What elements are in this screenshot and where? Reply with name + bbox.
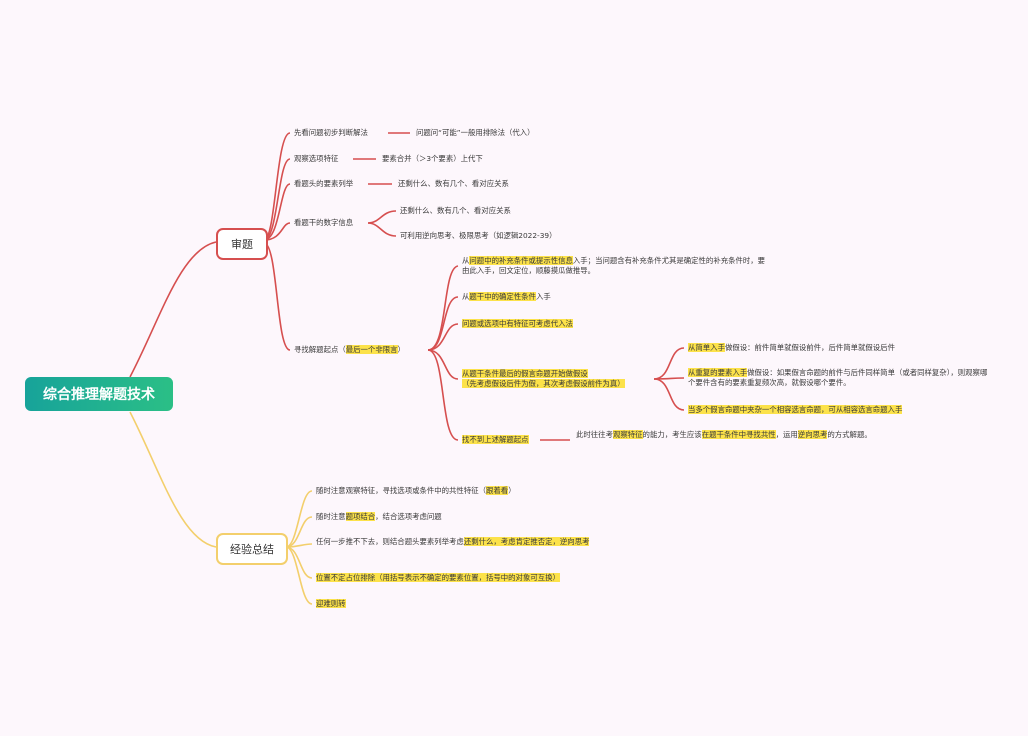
connector-review-i5 xyxy=(263,242,291,351)
text-part: ，运用 xyxy=(775,430,798,439)
text-highlight: 位置不定占位排除（用括号表示不确定的要素位置，括号中的对象可互换） xyxy=(316,573,560,582)
text-highlight: 从简单入手 xyxy=(688,343,725,352)
text-highlight: 从题干条件最后的假言命题开始做假设 xyxy=(462,369,588,378)
text-part: 此时往往考 xyxy=(576,430,613,439)
start-point-4-child-1[interactable]: 从简单入手做假设：前件简单就假设前件，后件简单就假设后件 xyxy=(688,343,895,353)
summary-item-5[interactable]: 迎难则转 xyxy=(316,599,346,609)
text-part: 随时注意 xyxy=(316,512,346,521)
start-point-4[interactable]: 从题干条件最后的假言命题开始做假设（先考虑假设后件为假，其次考虑假设前件为真） xyxy=(462,369,625,389)
text-highlight: 当多个假言命题中夹杂一个相容选言命题，可从相容选言命题入手 xyxy=(688,405,903,414)
connector-review-i2 xyxy=(263,158,291,241)
review-item-3[interactable]: 看题头的要素列举 xyxy=(294,179,354,188)
text-part: ，结合选项考虑问题 xyxy=(375,512,442,521)
connector-review-i3 xyxy=(263,183,291,241)
text-highlight: 问题或选项中有特征可考虑代入法 xyxy=(462,319,573,328)
start-point-2[interactable]: 从题干中的确定性条件入手 xyxy=(462,292,551,302)
review-item-4[interactable]: 看题干的数字信息 xyxy=(294,218,354,227)
text-part: 做假设：如果假言命题的前件与后件同样简单（或者同样复杂），则观察哪个要件含有的要… xyxy=(688,368,988,387)
text-part: 入手；当问题含有补充条件尤其是确定性的补充条件时，要由此入手，回文定位，顺藤摸瓜… xyxy=(462,256,766,275)
text-highlight: 从重复的要素入手 xyxy=(688,368,748,377)
text-part: 的方式解题。 xyxy=(827,430,872,439)
summary-item-4[interactable]: 位置不定占位排除（用括号表示不确定的要素位置，括号中的对象可互换） xyxy=(316,573,560,583)
start-point-5-note[interactable]: 此时往往考观察特征的能力，考生应该在题干条件中寻找共性，运用逆向思考的方式解题。 xyxy=(576,430,888,440)
review-item-4-child-1[interactable]: 还剩什么、数有几个、看对应关系 xyxy=(400,206,511,215)
text-highlight: （先考虑假设后件为假，其次考虑假设前件为真） xyxy=(462,379,625,388)
review-item-2[interactable]: 观察选项特征 xyxy=(294,154,339,163)
text-highlight: 在题干条件中寻找共性 xyxy=(701,430,776,439)
branch-review[interactable]: 审题 xyxy=(216,228,268,260)
review-item-1-child[interactable]: 问题问“可能”一般用排除法（代入） xyxy=(416,128,535,137)
text-highlight: 找不到上述解题起点 xyxy=(462,435,529,444)
text-highlight: 跟着看 xyxy=(486,486,509,495)
start-point-4-child-3[interactable]: 当多个假言命题中夹杂一个相容选言命题，可从相容选言命题入手 xyxy=(688,405,903,415)
text-part: 的能力，考生应该 xyxy=(642,430,702,439)
text-part: ） xyxy=(508,486,516,495)
text-highlight: 逆向思考 xyxy=(797,430,828,439)
label-part: ） xyxy=(397,345,405,354)
text-part: 做假设：前件简单就假设前件，后件简单就假设后件 xyxy=(724,343,895,352)
connector-root-summary xyxy=(129,411,217,548)
review-item-2-child[interactable]: 要素合并（＞3个要素）上代下 xyxy=(382,154,483,163)
text-part: 从 xyxy=(462,256,470,265)
start-point-4-child-2[interactable]: 从重复的要素入手做假设：如果假言命题的前件与后件同样简单（或者同样复杂），则观察… xyxy=(688,368,988,388)
text-part: 从 xyxy=(462,292,470,301)
text-highlight: 问题中的补充条件或提示性信息 xyxy=(469,256,573,265)
root-node[interactable]: 综合推理解题技术 xyxy=(25,377,173,411)
label-part: 寻找解题起点（ xyxy=(294,345,346,354)
text-part: 入手 xyxy=(535,292,551,301)
start-point-3[interactable]: 问题或选项中有特征可考虑代入法 xyxy=(462,319,573,329)
review-item-1[interactable]: 先看问题初步判断解法 xyxy=(294,128,368,137)
text-highlight: 观察特征 xyxy=(612,430,643,439)
text-part: 任何一步推不下去，则结合题头要素列举考虑 xyxy=(316,537,464,546)
text-part: 随时注意观察特征，寻找选项或条件中的共性特征（ xyxy=(316,486,486,495)
review-item-3-child[interactable]: 还剩什么、数有几个、看对应关系 xyxy=(398,179,509,188)
connector-root-review xyxy=(129,241,217,378)
text-highlight: 还剩什么，考虑肯定推否定，逆向思考 xyxy=(463,537,590,546)
start-point-1[interactable]: 从问题中的补充条件或提示性信息入手；当问题含有补充条件尤其是确定性的补充条件时，… xyxy=(462,256,766,276)
branch-summary[interactable]: 经验总结 xyxy=(216,533,288,565)
summary-item-3[interactable]: 任何一步推不下去，则结合题头要素列举考虑还剩什么，考虑肯定推否定，逆向思考 xyxy=(316,537,628,547)
text-highlight: 迎难则转 xyxy=(316,599,346,608)
summary-item-1[interactable]: 随时注意观察特征，寻找选项或条件中的共性特征（跟着看） xyxy=(316,486,516,496)
start-point-5[interactable]: 找不到上述解题起点 xyxy=(462,435,529,445)
text-highlight: 题项结合 xyxy=(345,512,376,521)
review-item-4-child-2[interactable]: 可利用逆向思考、极限思考（如逻辑2022-39） xyxy=(400,231,557,240)
label-highlight: 最后一个非限言 xyxy=(345,345,398,354)
review-item-5[interactable]: 寻找解题起点（最后一个非限言） xyxy=(294,345,405,355)
text-highlight: 题干中的确定性条件 xyxy=(469,292,536,301)
summary-item-2[interactable]: 随时注意题项结合，结合选项考虑问题 xyxy=(316,512,442,522)
